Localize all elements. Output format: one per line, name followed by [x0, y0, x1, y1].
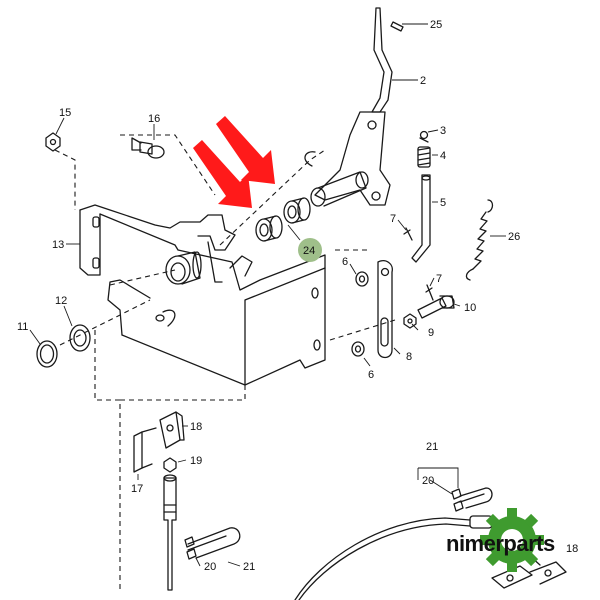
part-5-rod [411, 174, 431, 263]
part-26-spring [465, 199, 494, 281]
part-25-pin [390, 21, 404, 32]
part-15-nut [45, 132, 61, 152]
callout-15: 15 [59, 107, 71, 119]
highlight-circle-24 [298, 238, 322, 262]
watermark-logo: nimerparts [446, 508, 555, 572]
callout-3: 3 [440, 125, 446, 137]
callout-5: 5 [440, 197, 446, 209]
red-arrow-left [193, 140, 252, 208]
part-13-bushing [165, 251, 202, 285]
part-7-pin-lower [425, 284, 434, 301]
part-3-clip [419, 130, 429, 143]
watermark-brand-text: nimerparts [446, 531, 555, 556]
part-19-nut [163, 457, 177, 473]
part-rod-lower [163, 474, 177, 591]
red-arrow-right [216, 116, 275, 184]
part-16-bolt [131, 137, 165, 159]
part-11-snap-ring [36, 340, 58, 368]
callout-16: 16 [148, 113, 160, 125]
part-8-slotted-link [377, 260, 393, 359]
leader-lines [29, 23, 506, 567]
callout-4: 4 [440, 150, 446, 162]
part-13-mounting-bracket [79, 204, 326, 386]
callout-9: 9 [428, 327, 434, 339]
callout-8: 8 [406, 351, 412, 363]
callout-21-left: 21 [243, 561, 255, 573]
part-10-ball-joint [417, 295, 455, 319]
callout-24: 24 [303, 245, 315, 257]
part-24-needle-bearings [255, 197, 311, 242]
callout-7-lower: 7 [436, 273, 442, 285]
callout-7-upper: 7 [390, 213, 396, 225]
callout-20-left: 20 [204, 561, 216, 573]
callout-13: 13 [52, 239, 64, 251]
callout-25: 25 [430, 19, 442, 31]
callout-6-upper: 6 [342, 256, 348, 268]
callout-26: 26 [508, 231, 520, 243]
callout-18-lower: 18 [566, 543, 578, 555]
part-7-pin-upper [403, 227, 413, 241]
callout-21-right: 21 [426, 441, 438, 453]
part-12-bushing-ring [69, 324, 91, 352]
part-17-bracket [133, 427, 157, 473]
part-6-washer-upper [355, 271, 369, 287]
part-18-clevis-lower [491, 561, 567, 589]
callout-12: 12 [55, 295, 67, 307]
part-9-nut [403, 313, 417, 329]
assembly-dashed-lines [54, 134, 396, 590]
callout-19: 19 [190, 455, 202, 467]
part-20-nuts-left [184, 536, 197, 560]
callout-18-upper: 18 [190, 421, 202, 433]
callout-2: 2 [420, 75, 426, 87]
part-21-u-bolt-left [187, 527, 241, 559]
callout-11: 11 [17, 321, 28, 333]
part-4-spring [417, 146, 431, 168]
callout-6-lower: 6 [368, 369, 374, 381]
callout-labels: 25 2 3 4 5 7 26 15 16 13 12 11 24 6 7 10… [17, 19, 578, 573]
part-6-washer-lower [351, 341, 365, 357]
part-2-shift-lever [304, 7, 393, 207]
callout-17: 17 [131, 483, 143, 495]
callout-20-right: 20 [422, 475, 434, 487]
part-18-clevis-upper [159, 411, 185, 449]
callout-10: 10 [464, 302, 476, 314]
part-21-u-bolt-right [459, 487, 493, 509]
part-20-nuts-right [451, 488, 464, 512]
